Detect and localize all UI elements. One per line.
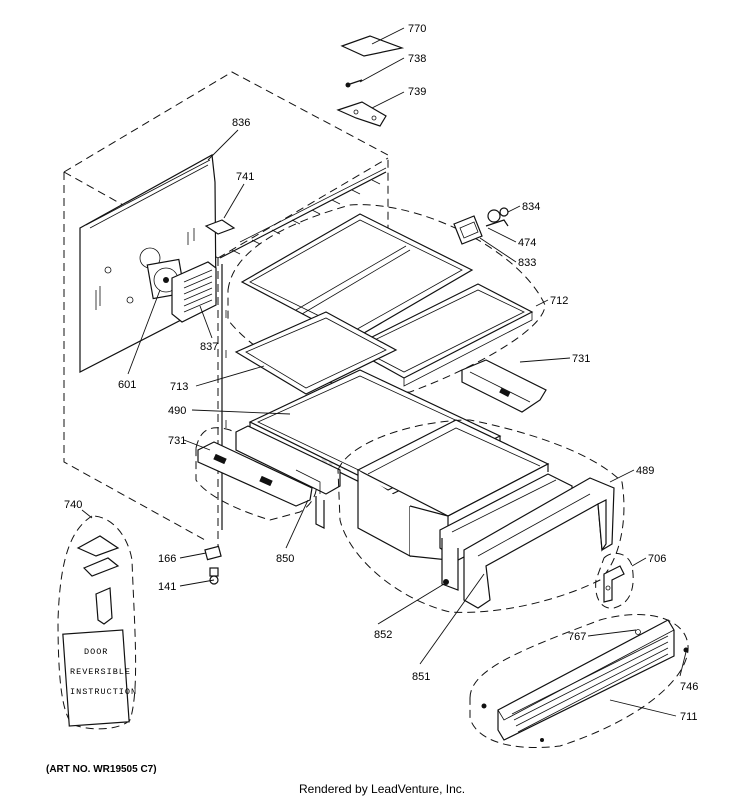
back-panel-836 [79, 154, 217, 373]
hinge-706 [603, 565, 625, 603]
hinge-cover-770 [340, 35, 405, 57]
instruction-line-3: INSTRUCTION [70, 687, 137, 697]
label-166: 166 [158, 553, 176, 565]
label-852: 852 [374, 629, 392, 641]
label-833: 833 [518, 257, 536, 269]
label-731-right: 731 [572, 353, 590, 365]
instruction-line-2: REVERSIBLE [70, 667, 131, 677]
bracket-474 [485, 219, 509, 227]
knob-834 [487, 207, 509, 223]
screw-852 [443, 579, 449, 585]
part-741 [204, 219, 236, 235]
hinge-706-callout [595, 552, 634, 609]
label-731-left: 731 [168, 435, 186, 447]
label-836: 836 [232, 117, 250, 129]
leveler-141 [209, 567, 219, 585]
art-number: (ART NO. WR19505 C7) [46, 764, 157, 775]
crisper-pan [356, 419, 550, 561]
control-833 [453, 215, 483, 245]
label-489: 489 [636, 465, 654, 477]
condenser-837 [171, 261, 217, 323]
label-713: 713 [170, 381, 188, 393]
label-712: 712 [550, 295, 568, 307]
label-141: 141 [158, 581, 176, 593]
label-834: 834 [522, 201, 540, 213]
label-746: 746 [680, 681, 698, 693]
label-740: 740 [64, 499, 82, 511]
part-labels: 770 738 739 836 741 834 474 833 712 837 … [64, 23, 698, 723]
label-711: 711 [680, 711, 698, 723]
label-770: 770 [408, 23, 426, 35]
label-739: 739 [408, 86, 426, 98]
door-kit-740 [62, 535, 130, 727]
label-851: 851 [412, 671, 430, 683]
label-601: 601 [118, 379, 136, 391]
instruction-card: DOOR REVERSIBLE INSTRUCTION [70, 647, 137, 697]
door-kit-740-callout [57, 515, 137, 730]
drawer-frame-850 [235, 425, 341, 529]
label-490: 490 [168, 405, 186, 417]
kickplate-grille-711 [481, 619, 689, 742]
instruction-line-1: DOOR [84, 647, 108, 657]
slide-rail-731-right [461, 359, 547, 413]
label-767: 767 [568, 631, 586, 643]
drawer-front-489 [463, 477, 615, 609]
screw-738 [345, 79, 363, 88]
label-850: 850 [276, 553, 294, 565]
label-741: 741 [236, 171, 254, 183]
render-credit: Rendered by LeadVenture, Inc. [299, 782, 465, 796]
label-474: 474 [518, 237, 536, 249]
label-706: 706 [648, 553, 666, 565]
leader-lines [81, 27, 687, 717]
part-166 [204, 545, 222, 561]
cabinet-interior [219, 167, 387, 530]
hinge-739 [336, 101, 387, 127]
slide-rail-731-left [195, 427, 318, 521]
glass-shelf-713 [234, 311, 398, 395]
label-837: 837 [200, 341, 218, 353]
label-738: 738 [408, 53, 426, 65]
drawer-489-callout [337, 419, 625, 613]
